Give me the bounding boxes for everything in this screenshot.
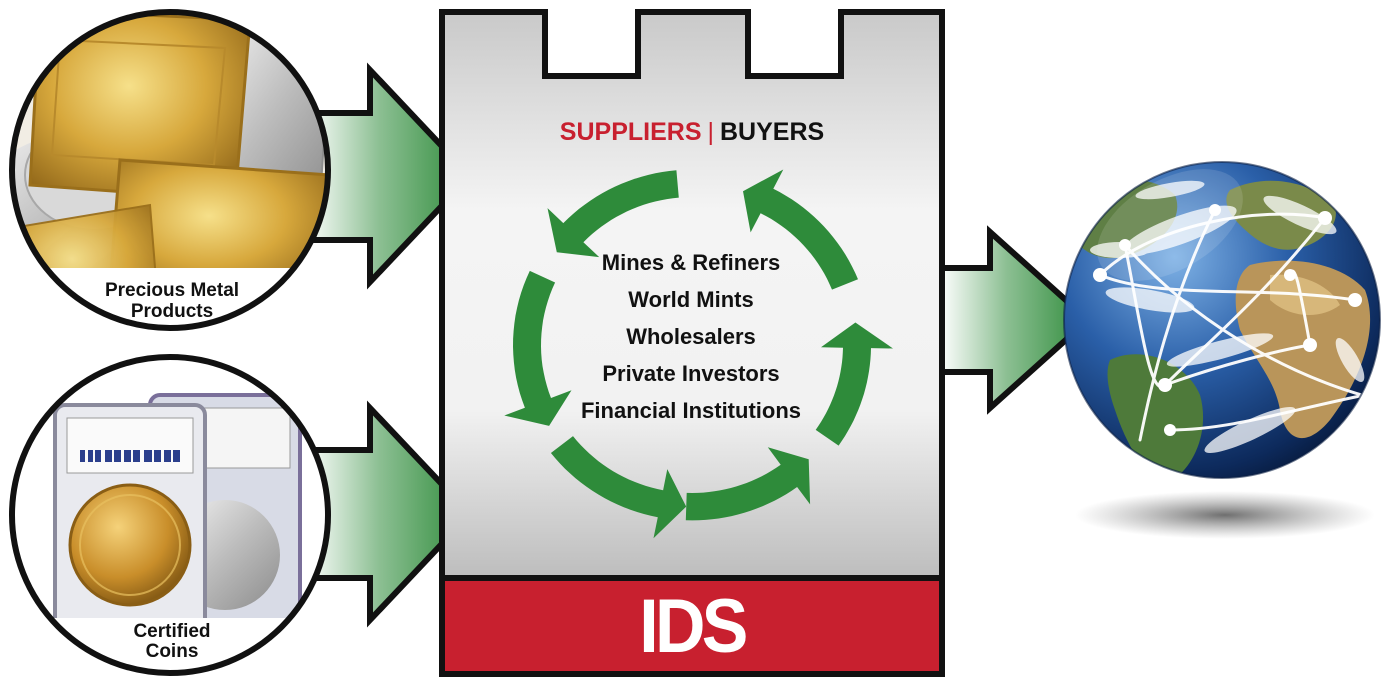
arrow-exchange-to-world bbox=[937, 225, 1093, 415]
cycle-arrow bbox=[504, 270, 572, 426]
exchange-building: IDS SUPPLIERS|BUYERS Mines & Refiners Wo… bbox=[439, 9, 945, 677]
participant-item: Financial Institutions bbox=[581, 398, 801, 423]
coins-label-line1: Certified bbox=[133, 621, 210, 642]
network-lines bbox=[1098, 208, 1380, 442]
header-buyers: BUYERS bbox=[720, 118, 824, 146]
header-title: SUPPLIERS|BUYERS bbox=[560, 118, 824, 146]
metals-label-line2: Products bbox=[131, 301, 213, 322]
barcode bbox=[80, 450, 180, 462]
participant-item: Wholesalers bbox=[626, 324, 756, 349]
cycle-arrow bbox=[743, 169, 858, 290]
world-globe bbox=[1063, 161, 1381, 539]
logo-band bbox=[439, 575, 945, 677]
participant-item: World Mints bbox=[628, 287, 753, 312]
cycle-arrow bbox=[685, 447, 811, 521]
ids-logo-text: IDS bbox=[639, 584, 746, 668]
arrow-metals-to-exchange bbox=[302, 62, 475, 290]
participant-item: Mines & Refiners bbox=[602, 250, 781, 275]
metals-label-line1: Precious Metal bbox=[105, 280, 239, 301]
slabbed-coins-image bbox=[12, 357, 328, 673]
participant-item: Private Investors bbox=[602, 361, 779, 386]
header-suppliers: SUPPLIERS bbox=[560, 118, 702, 146]
cycle-arrow bbox=[815, 322, 893, 446]
cycle-arrow bbox=[547, 170, 679, 258]
certified-coins-badge: Certified Coins bbox=[9, 354, 331, 676]
network-nodes bbox=[1093, 204, 1362, 436]
participant-list: Mines & Refiners World Mints Wholesalers… bbox=[581, 250, 801, 423]
precious-metal-products-badge: Precious Metal Products bbox=[9, 9, 331, 331]
cycle-arrows bbox=[504, 169, 893, 539]
coins-label-line2: Coins bbox=[146, 641, 199, 662]
globe-shadow bbox=[1075, 491, 1375, 539]
ids-logo: IDS bbox=[639, 584, 749, 668]
cycle-arrow bbox=[550, 436, 687, 539]
header-separator: | bbox=[708, 118, 715, 146]
metal-bars-image bbox=[12, 12, 328, 328]
